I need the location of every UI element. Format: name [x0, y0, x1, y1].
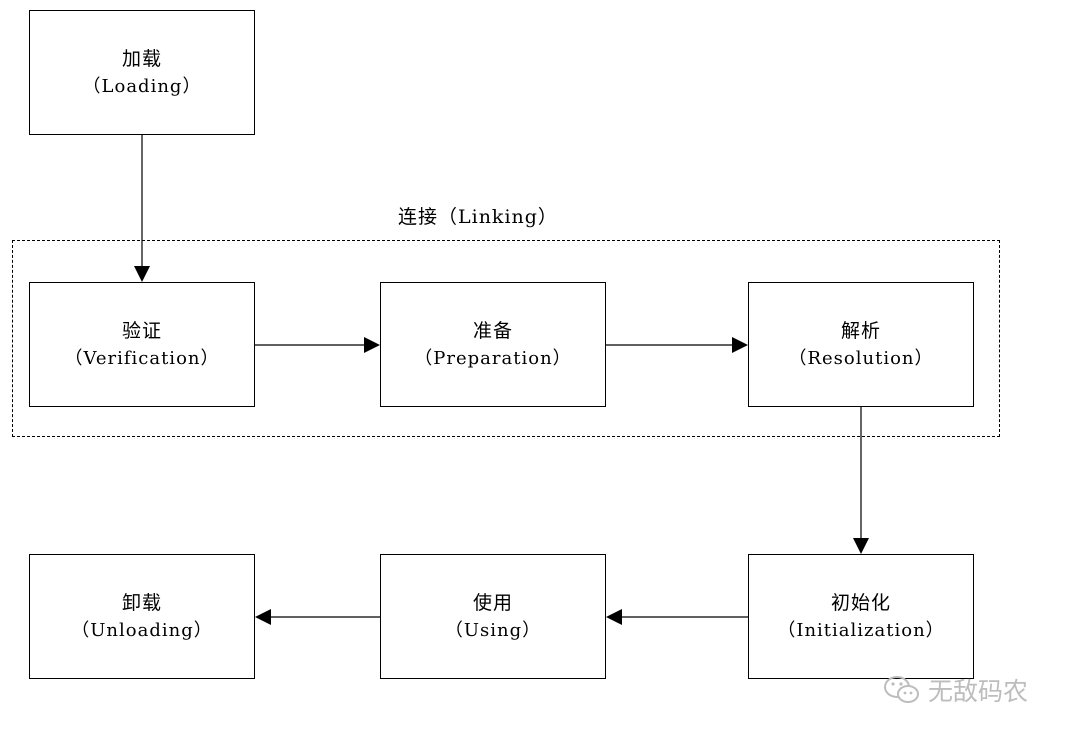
- node-preparation-zh: 准备: [472, 319, 513, 342]
- watermark-text: 无敌码农: [928, 677, 1029, 706]
- node-using-zh: 使用: [472, 591, 513, 614]
- wechat-icon: [884, 676, 919, 703]
- node-resolution-en: （Resolution）: [788, 347, 934, 369]
- node-unloading-en: （Unloading）: [71, 619, 213, 641]
- arrowhead-resolution: [732, 337, 748, 353]
- node-using-en: （Using）: [444, 619, 542, 641]
- node-loading: 加载 （Loading）: [29, 10, 255, 135]
- node-unloading-zh: 卸载: [121, 591, 162, 614]
- node-unloading: 卸载 （Unloading）: [29, 554, 255, 679]
- node-preparation-en: （Preparation）: [414, 347, 572, 369]
- node-verification-zh: 验证: [121, 319, 162, 342]
- linking-group-label: 连接（Linking）: [398, 206, 558, 228]
- arrowhead-preparation: [364, 337, 380, 353]
- node-preparation: 准备 （Preparation）: [380, 282, 606, 407]
- arrowhead-verification: [134, 266, 150, 282]
- linking-group-box: [12, 240, 1000, 437]
- watermark: 无敌码农: [882, 672, 1028, 708]
- node-loading-zh: 加载: [121, 47, 162, 70]
- node-using: 使用 （Using）: [380, 554, 606, 679]
- node-resolution-zh: 解析: [840, 319, 881, 342]
- arrowhead-using: [606, 609, 622, 625]
- node-loading-en: （Loading）: [82, 75, 202, 97]
- node-verification-en: （Verification）: [64, 347, 220, 369]
- node-resolution: 解析 （Resolution）: [748, 282, 974, 407]
- arrowhead-unloading: [255, 609, 271, 625]
- node-initialization-en: （Initialization）: [777, 619, 945, 641]
- node-initialization-zh: 初始化: [830, 591, 891, 614]
- node-verification: 验证 （Verification）: [29, 282, 255, 407]
- arrowhead-initialization: [853, 538, 869, 554]
- node-initialization: 初始化 （Initialization）: [748, 554, 974, 679]
